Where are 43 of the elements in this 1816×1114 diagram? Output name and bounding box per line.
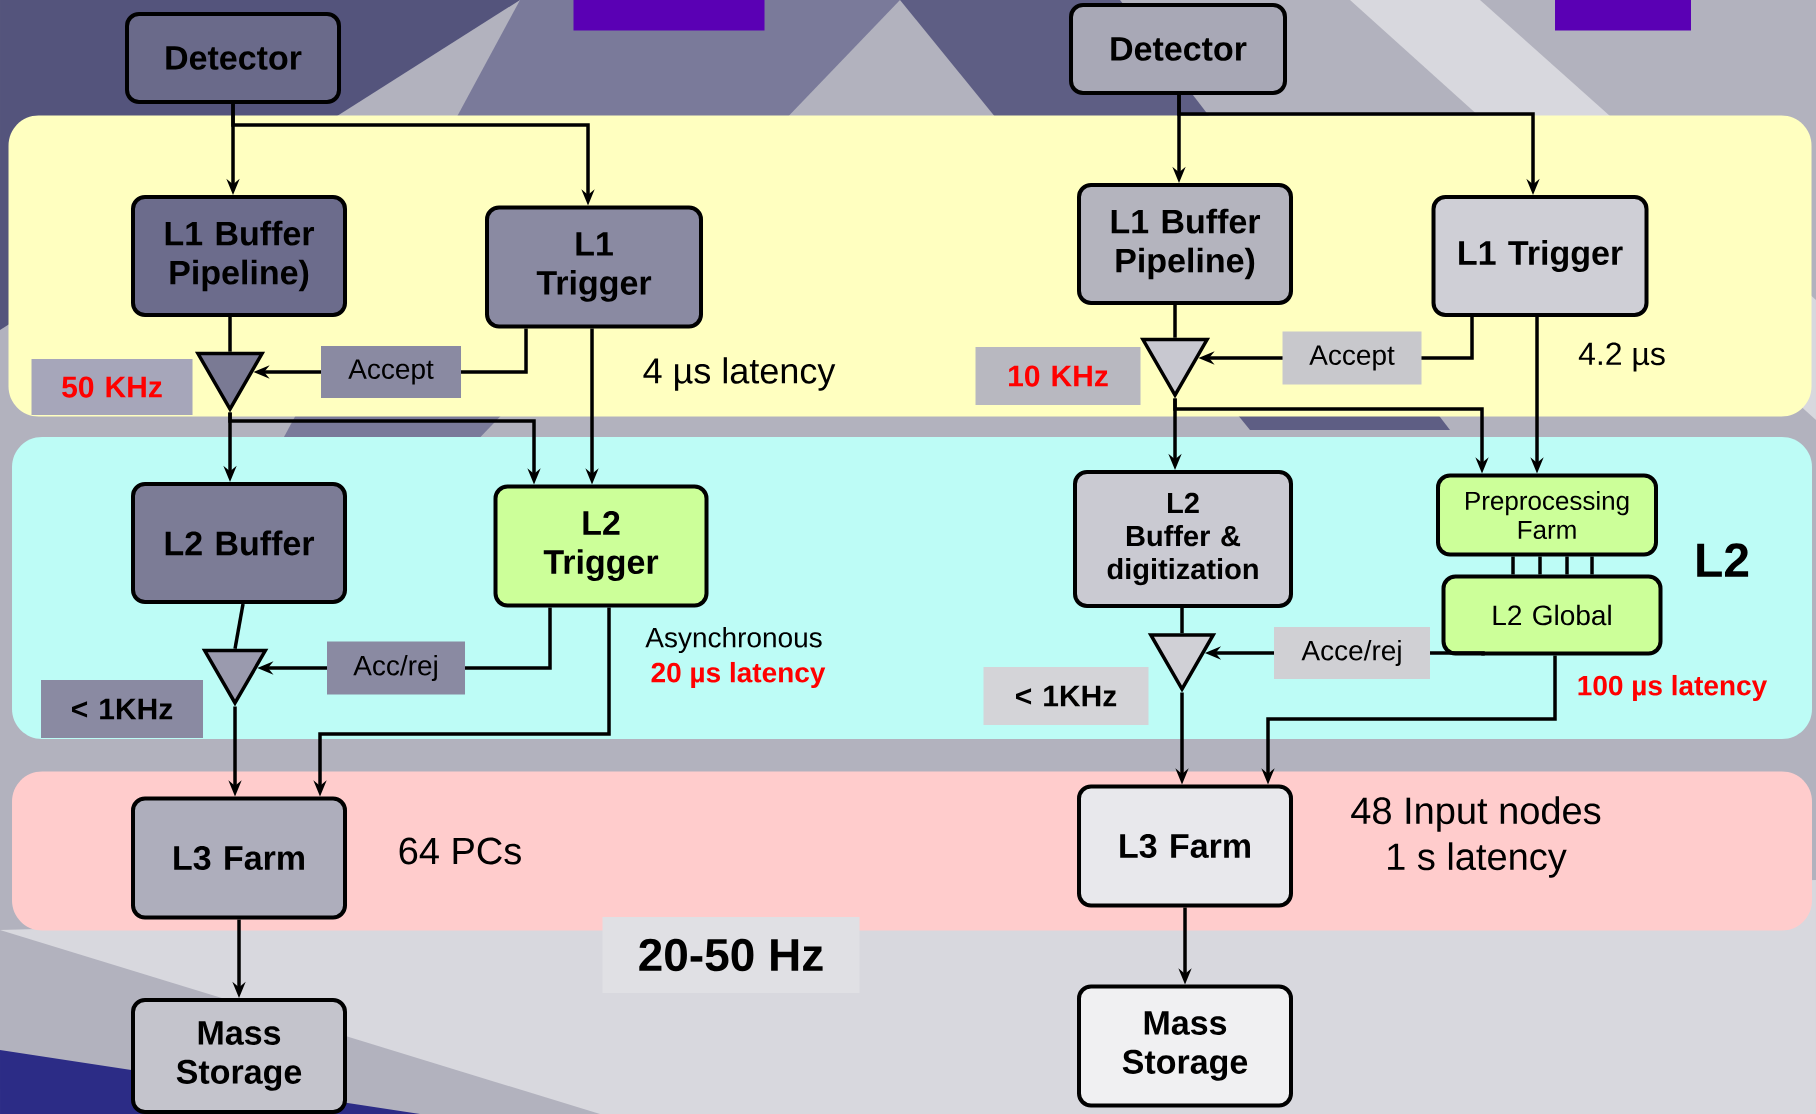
title-tab bbox=[573, 0, 765, 31]
process-box: L1 Trigger bbox=[485, 205, 703, 329]
process-box: L2 Buffer bbox=[131, 482, 347, 604]
process-box: L3 Farm bbox=[1077, 784, 1293, 908]
process-box: Detector bbox=[125, 12, 341, 104]
process-box: Preprocessing Farm bbox=[1436, 473, 1658, 557]
process-box: L1 Buffer Pipeline) bbox=[1077, 183, 1293, 305]
note-text: 1 s latency bbox=[1388, 842, 1567, 878]
edge-label: Accept bbox=[1282, 331, 1422, 385]
process-box: L2 Buffer & digitization bbox=[1073, 470, 1293, 608]
note-text: 4.2 µs bbox=[1578, 342, 1665, 372]
process-box: L2 Global bbox=[1441, 574, 1663, 656]
connector-line bbox=[1565, 556, 1569, 575]
edge-label: Accept bbox=[321, 346, 461, 398]
rate-box: < 1KHz bbox=[983, 667, 1149, 725]
rate-box: 50 KHz bbox=[31, 359, 193, 415]
note-text: 64 PCs bbox=[399, 837, 521, 865]
process-box: L3 Farm bbox=[131, 796, 347, 920]
band-label: L2 bbox=[1697, 543, 1749, 577]
connector-line bbox=[1180, 608, 1184, 634]
edge-label: Acc/rej bbox=[327, 641, 465, 695]
note-text: 4 µs latency bbox=[643, 357, 836, 391]
connector-line bbox=[1538, 556, 1542, 575]
title-tab bbox=[1555, 0, 1691, 31]
edge-label: Acce/rej bbox=[1274, 627, 1430, 679]
connector-line bbox=[1173, 305, 1177, 338]
rate-box: 10 KHz bbox=[975, 347, 1141, 405]
note-text: Asynchronous bbox=[645, 626, 822, 654]
rate-label: 20-50 Hz bbox=[602, 917, 860, 993]
note-text: 20 µs latency bbox=[651, 661, 826, 689]
process-box: L2 Trigger bbox=[493, 484, 709, 608]
connector-line bbox=[1590, 556, 1594, 575]
connector-line bbox=[1511, 556, 1515, 575]
note-text: 100 µs latency bbox=[1578, 674, 1768, 702]
process-box: L1 Trigger bbox=[1431, 195, 1649, 317]
connector-line bbox=[233, 603, 245, 650]
process-box: Mass Storage bbox=[131, 998, 347, 1114]
note-text: 48 Input nodes bbox=[1351, 796, 1601, 832]
process-box: L1 Buffer Pipeline) bbox=[131, 195, 347, 317]
process-box: Detector bbox=[1069, 3, 1287, 95]
connector-line bbox=[228, 317, 232, 352]
process-box: Mass Storage bbox=[1077, 984, 1293, 1108]
rate-box: < 1KHz bbox=[41, 680, 203, 738]
